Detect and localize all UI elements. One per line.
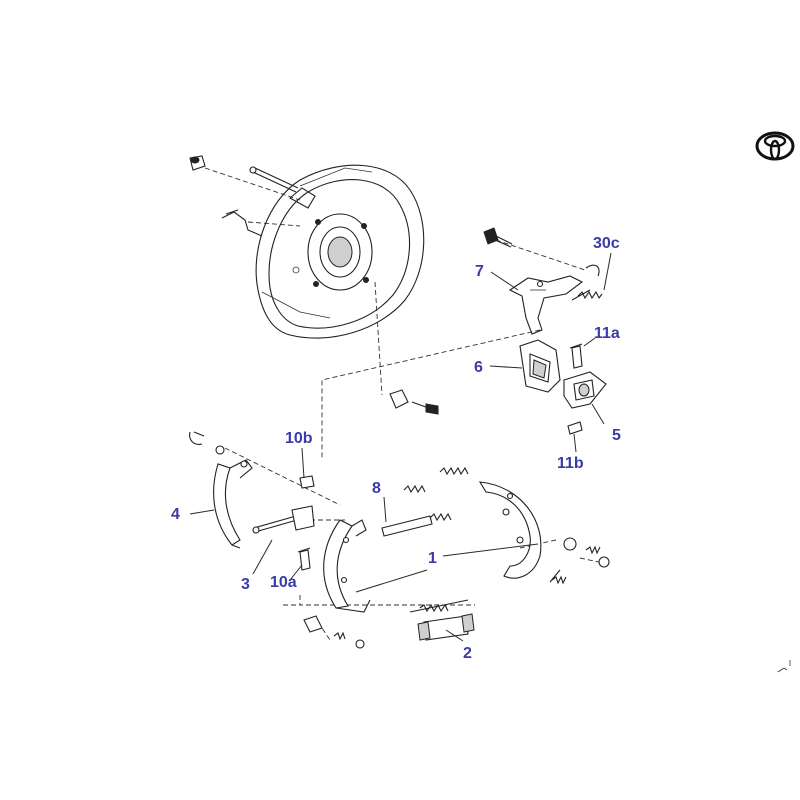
grommet-part — [189, 155, 206, 171]
corner-mark-icon — [777, 660, 791, 673]
brake-shoe-left-part — [323, 519, 371, 613]
clip-part-10b — [299, 475, 315, 489]
leader-lines — [189, 252, 612, 642]
part-callouts: 1 2 3 4 5 6 7 8 10a 10b 11a 11b 30c — [171, 235, 621, 662]
toyota-logo-icon — [755, 131, 795, 161]
callout-11b: 11b — [557, 455, 584, 472]
assembly-guide-lines — [204, 167, 605, 641]
callout-10b: 10b — [285, 430, 313, 447]
cover-part-5 — [563, 371, 607, 409]
callout-30c: 30c — [593, 235, 620, 252]
adjuster-housing-part — [519, 339, 561, 393]
wheel-cylinder-part-2 — [409, 599, 475, 641]
callout-5: 5 — [612, 427, 621, 444]
parking-brake-shoe-part — [189, 431, 253, 549]
callout-10a: 10a — [270, 574, 297, 591]
callout-3: 3 — [241, 576, 250, 593]
hold-down-spring-right-part — [549, 537, 610, 585]
pin-part-11a — [569, 343, 583, 369]
parking-brake-lever-part — [508, 275, 584, 335]
strut-part-8 — [381, 466, 469, 537]
callout-6: 6 — [474, 359, 483, 376]
callout-8: 8 — [372, 480, 381, 497]
retaining-clip-part — [221, 209, 263, 237]
hold-down-spring-left-part — [303, 615, 365, 649]
callout-2: 2 — [463, 645, 472, 662]
brake-shoe-right-part — [478, 481, 542, 579]
pin-part-10a — [297, 547, 311, 571]
adjuster-bolt-part — [389, 389, 439, 415]
callout-1: 1 — [428, 550, 437, 567]
cable-guide-part — [249, 166, 299, 193]
clip-part-11b — [567, 421, 583, 435]
callout-11a: 11a — [594, 325, 620, 342]
cable-strut-part-3 — [252, 505, 315, 534]
callout-7: 7 — [475, 263, 484, 280]
backing-plate — [255, 164, 425, 339]
bolt-part — [483, 227, 513, 248]
spring-part-30c — [571, 264, 603, 301]
callout-4: 4 — [171, 506, 180, 523]
